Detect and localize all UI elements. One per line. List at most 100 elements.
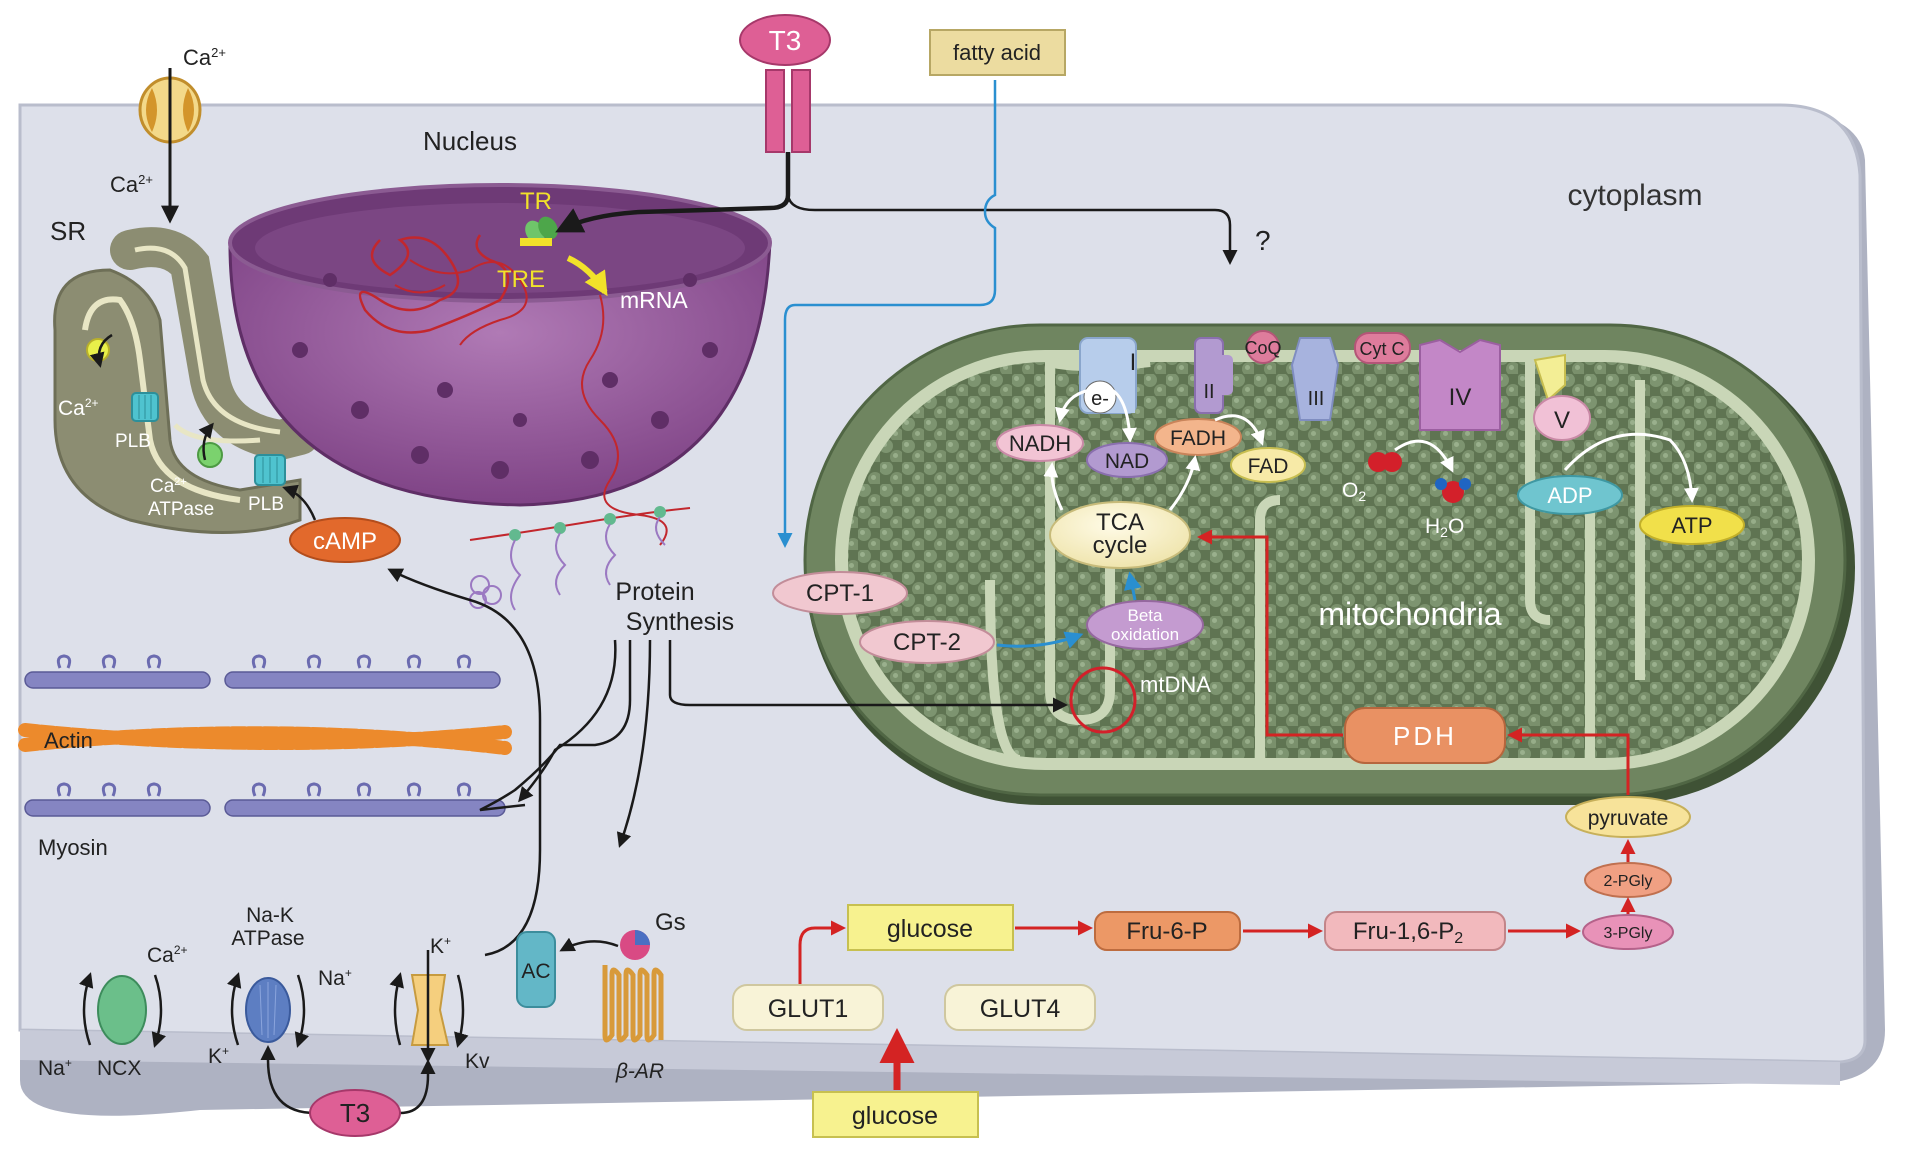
ca-atpase-label-2: ATPase bbox=[148, 499, 214, 520]
beta-oxidation-label-1: Beta bbox=[1128, 606, 1164, 625]
tre-to-mrna-arrow bbox=[566, 255, 608, 297]
cytc-label: Cyt C bbox=[1360, 339, 1405, 359]
thyroid-receptor bbox=[520, 216, 558, 246]
ac-label: AC bbox=[521, 960, 550, 983]
protein-to-myofilament-arrow bbox=[518, 639, 617, 803]
kv-channel bbox=[389, 950, 469, 1063]
cytoplasm-label: cytoplasm bbox=[1567, 179, 1702, 212]
k-plus-label: K+ bbox=[208, 1044, 229, 1068]
protein-to-mtdna-arrow bbox=[668, 640, 1068, 713]
camp-label: cAMP bbox=[313, 528, 377, 555]
sr-label: SR bbox=[50, 216, 86, 246]
myosin-filament-top bbox=[24, 671, 501, 689]
h2o-label: H2O bbox=[1425, 515, 1464, 540]
fru6p-label: Fru-6-P bbox=[1126, 918, 1207, 945]
camp-to-plb-arrow bbox=[282, 484, 317, 521]
myosin-heads-top bbox=[56, 654, 472, 669]
mtdna-ring bbox=[1069, 666, 1137, 734]
kv-k-label: K+ bbox=[430, 934, 451, 958]
adp-to-atp-arrow bbox=[1563, 432, 1699, 503]
nak-label-1: Na-K bbox=[246, 904, 294, 927]
nadh-badge bbox=[996, 424, 1084, 462]
polysome bbox=[469, 506, 691, 611]
glut1-label: GLUT1 bbox=[768, 995, 849, 1023]
protein-synthesis-label-1: Protein bbox=[615, 578, 694, 606]
sr-ca-label: Ca2+ bbox=[58, 396, 99, 420]
unknown-target-label: ? bbox=[1255, 225, 1271, 256]
tca-label-2: cycle bbox=[1093, 532, 1148, 559]
gs-to-ac-arrow bbox=[559, 937, 619, 952]
cpt2-to-beta-oxidation-arrow bbox=[996, 631, 1084, 649]
mrna-label: mRNA bbox=[620, 287, 688, 313]
fru16p-label: Fru-1,6-P2 bbox=[1353, 918, 1463, 947]
coq-label: CoQ bbox=[1244, 338, 1281, 358]
glut4-label: GLUT4 bbox=[980, 995, 1061, 1023]
glut1-box bbox=[732, 984, 884, 1031]
na-k-atpase bbox=[227, 972, 309, 1048]
kv-label: Kv bbox=[465, 1050, 490, 1073]
mitochondria-label: mitochondria bbox=[1318, 596, 1501, 632]
myosin-filament-bottom bbox=[24, 799, 506, 817]
t3-unknown-arrow bbox=[786, 194, 1238, 265]
nak-label-2: ATPase bbox=[231, 927, 304, 950]
plb-1-label: PLB bbox=[115, 431, 151, 452]
nucleus bbox=[228, 183, 772, 546]
fatty-acid-box bbox=[929, 29, 1066, 76]
tca-label-1: TCA bbox=[1096, 509, 1144, 536]
pyruvate-label: pyruvate bbox=[1588, 807, 1669, 830]
atp-badge bbox=[1639, 505, 1745, 545]
actin-label: Actin bbox=[44, 728, 93, 753]
tca-to-fadh-arrow bbox=[1168, 455, 1201, 511]
myosin-label: Myosin bbox=[38, 835, 108, 860]
glucose-extracellular-label: glucose bbox=[852, 1102, 938, 1130]
o2-label: O2 bbox=[1342, 479, 1366, 504]
ca-mid-label: Ca2+ bbox=[110, 172, 153, 197]
glucose-extracellular-box bbox=[812, 1091, 979, 1138]
fru16p-box bbox=[1324, 911, 1506, 951]
mtdna-label: mtDNA bbox=[1140, 672, 1211, 697]
t3-top-badge bbox=[739, 14, 831, 66]
complex-i-label: I bbox=[1130, 349, 1137, 376]
t3-to-nak-arrow bbox=[260, 1045, 316, 1115]
gs-protein bbox=[620, 930, 650, 960]
t3-to-tr-arrow bbox=[555, 152, 791, 233]
nucleus-label: Nucleus bbox=[423, 126, 517, 156]
atp-label: ATP bbox=[1671, 513, 1712, 538]
beta-ar-label: β-AR bbox=[615, 1060, 664, 1083]
oxygen-molecule bbox=[1368, 452, 1402, 472]
t3-bottom-badge bbox=[309, 1089, 401, 1137]
t3-to-kv-arrow bbox=[399, 1059, 436, 1115]
pgly3-badge bbox=[1582, 914, 1674, 950]
tre-label: TRE bbox=[497, 266, 545, 293]
complex-ii bbox=[1194, 337, 1233, 414]
nad-label: NAD bbox=[1105, 450, 1149, 473]
protein-to-myosin-path bbox=[479, 640, 632, 812]
complex-iii bbox=[1290, 337, 1340, 421]
ncx-ca-label: Ca2+ bbox=[147, 943, 188, 967]
pgly2-label: 2-PGly bbox=[1604, 873, 1653, 890]
electron-to-nad-arrow bbox=[1111, 388, 1137, 443]
camp-badge bbox=[289, 517, 401, 563]
fadh-label: FADH bbox=[1170, 427, 1226, 450]
fadh-badge bbox=[1154, 418, 1242, 456]
cpt2-badge bbox=[859, 620, 995, 664]
fadh-to-fad-arrow bbox=[1214, 414, 1265, 446]
protein-to-beta-ar-arrow bbox=[616, 639, 652, 848]
ac-to-camp-arrow bbox=[387, 568, 542, 957]
calcium-channel-top bbox=[138, 68, 202, 224]
gs-label: Gs bbox=[655, 909, 686, 936]
o2-to-h2o-arrow bbox=[1394, 439, 1454, 473]
complex-iv bbox=[1419, 338, 1501, 431]
cpt2-label: CPT-2 bbox=[893, 629, 961, 656]
pdh-box bbox=[1344, 707, 1506, 764]
cpt1-badge bbox=[772, 571, 908, 615]
adp-badge bbox=[1517, 475, 1623, 515]
glut1-to-glucose-arrow bbox=[798, 920, 846, 985]
pyruvate-badge bbox=[1565, 796, 1691, 838]
pdh-label: PDH bbox=[1393, 721, 1457, 751]
glucose-cytoplasm-box bbox=[847, 904, 1014, 951]
plb-2-label: PLB bbox=[248, 494, 284, 515]
beta-adrenergic-receptor bbox=[602, 965, 664, 1043]
ncx-label: NCX bbox=[97, 1057, 141, 1080]
